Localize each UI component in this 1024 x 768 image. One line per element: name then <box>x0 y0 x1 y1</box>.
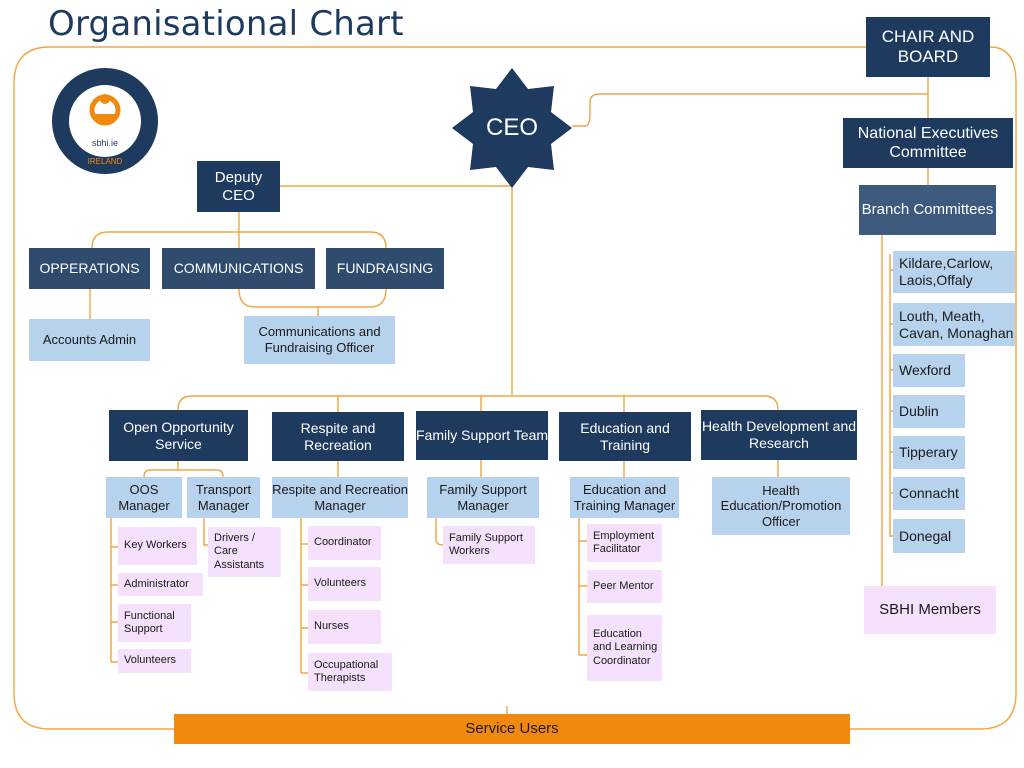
operations-node[interactable]: OPPERATIONS <box>29 248 150 289</box>
employment-node[interactable]: Employment Facilitator <box>587 524 662 562</box>
open-opportunity-node[interactable]: Open Opportunity Service <box>109 410 248 461</box>
education-node[interactable]: Education and Training <box>559 412 691 461</box>
functional-support-node[interactable]: Functional Support <box>118 604 191 642</box>
oos-manager-node[interactable]: OOS Manager <box>106 477 182 518</box>
deputy-ceo-node[interactable]: Deputy CEO <box>197 161 280 212</box>
sbhi-logo: sbhi.ie IRELAND <box>52 68 158 174</box>
health-officer-node[interactable]: Health Education/Promotion Officer <box>712 477 850 535</box>
page-title: Organisational Chart <box>48 4 404 44</box>
branch-item[interactable]: Donegal <box>893 519 965 553</box>
respite-node[interactable]: Respite and Recreation <box>272 412 404 461</box>
drivers-node[interactable]: Drivers / Care Assistants <box>208 527 281 577</box>
oos-volunteers-node[interactable]: Volunteers <box>118 649 191 673</box>
accounts-admin-node[interactable]: Accounts Admin <box>29 319 150 361</box>
branch-item[interactable]: Wexford <box>893 354 965 387</box>
comms-fundraising-officer-node[interactable]: Communications and Fundraising Officer <box>244 316 395 364</box>
learning-coordinator-node[interactable]: Education and Learning Coordinator <box>587 615 662 681</box>
branch-committees-node[interactable]: Branch Committees <box>859 185 996 235</box>
chair-board-node[interactable]: CHAIR AND BOARD <box>866 17 990 77</box>
health-dev-node[interactable]: Health Development and Research <box>701 410 857 460</box>
key-workers-node[interactable]: Key Workers <box>118 527 197 565</box>
logo-site-text: sbhi.ie <box>92 138 118 148</box>
communications-node[interactable]: COMMUNICATIONS <box>162 248 315 289</box>
branch-item[interactable]: Tipperary <box>893 436 965 469</box>
respite-manager-node[interactable]: Respite and Recreation Manager <box>272 477 408 518</box>
nurses-node[interactable]: Nurses <box>308 610 381 644</box>
family-support-node[interactable]: Family Support Team <box>416 411 548 460</box>
fundraising-node[interactable]: FUNDRAISING <box>326 248 444 289</box>
logo-country-text: IRELAND <box>88 157 123 166</box>
sbhi-members-node[interactable]: SBHI Members <box>864 586 996 634</box>
education-manager-node[interactable]: Education and Training Manager <box>570 477 679 518</box>
branch-item[interactable]: Connacht <box>893 477 965 510</box>
branch-item[interactable]: Kildare,Carlow, Laois,Offaly <box>893 251 1015 293</box>
branch-item[interactable]: Louth, Meath, Cavan, Monaghan <box>893 303 1015 346</box>
national-exec-node[interactable]: National Executives Committee <box>843 118 1013 168</box>
branch-item[interactable]: Dublin <box>893 395 965 428</box>
ceo-shape <box>452 68 572 188</box>
transport-manager-node[interactable]: Transport Manager <box>187 477 260 518</box>
ceo-label: CEO <box>485 114 538 141</box>
family-support-manager-node[interactable]: Family Support Manager <box>427 477 539 518</box>
occupational-node[interactable]: Occupational Therapists <box>308 653 392 691</box>
administrator-node[interactable]: Administrator <box>118 573 203 596</box>
peer-mentor-node[interactable]: Peer Mentor <box>587 570 662 603</box>
coordinator-node[interactable]: Coordinator <box>308 526 381 560</box>
family-support-workers-node[interactable]: Family Support Workers <box>443 526 535 564</box>
ceo-node[interactable]: CEO <box>452 68 572 188</box>
service-users-bar[interactable]: Service Users <box>174 714 850 744</box>
respite-volunteers-node[interactable]: Volunteers <box>308 567 381 601</box>
